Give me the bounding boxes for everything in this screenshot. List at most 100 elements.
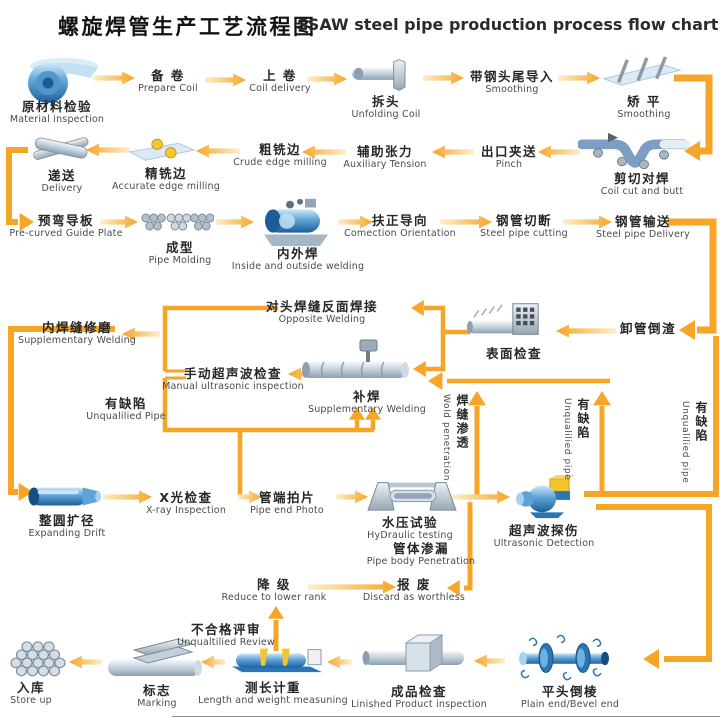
node-label-zh: 递送 [47, 168, 76, 183]
vertical-label-zh: 焊缝渗透 [455, 394, 469, 450]
node-label-zh: X光检查 [159, 490, 213, 505]
node-label-en: Marking [137, 698, 177, 709]
node-label-en: HyDraulic testing [367, 530, 453, 541]
node-unload-slag: 卸管倒渣 [558, 321, 720, 336]
node-label-zh: 剪切对焊 [613, 171, 670, 186]
node-label-en: Smoothing [617, 109, 671, 120]
node-label-zh: 内焊缝修磨 [41, 320, 112, 335]
node-label-en: Store up [10, 695, 52, 706]
node-label-zh: 有缺陷 [104, 396, 147, 411]
node-label-zh: 预弯导板 [37, 213, 94, 228]
vertical-label-en: Wold penetration [441, 394, 451, 482]
node-label-zh: 扶正导向 [371, 213, 428, 228]
vertical-label-zh: 有缺陷 [694, 401, 708, 443]
node-label-en: X-ray Inspection [145, 505, 227, 516]
node-label-zh: 超声波探伤 [508, 523, 579, 538]
node-label-zh: 成型 [165, 240, 194, 255]
node-label-en: Coil delivery [249, 83, 311, 94]
node-label-en: Crude edge milling [233, 157, 327, 168]
coil-icon [12, 56, 102, 108]
node-label-en: Reduce to lower rank [221, 592, 327, 603]
node-label-en: Expanding Drift [28, 528, 106, 539]
node-label-en: Steel pipe Delivery [596, 229, 690, 240]
product-box-icon [362, 634, 468, 682]
node-label-en: Delivery [41, 183, 83, 194]
node-label-en: Unfolding Coil [351, 109, 421, 120]
node-surface-inspection: 表面检查 [424, 346, 604, 361]
node-label-en: Pipe body Penetration [366, 556, 476, 567]
node-label-en: Accurate edge milling [112, 181, 220, 192]
node-label-zh: 粗铣边 [258, 142, 301, 157]
node-label-en: Ultrasonic Detection [493, 538, 595, 549]
node-label-zh: 表面检查 [485, 346, 542, 361]
node-label-zh: 手动超声波检查 [183, 366, 282, 381]
node-label-zh: 水压试验 [381, 515, 438, 530]
node-label-en: Auxiliary Tension [343, 159, 427, 170]
node-label-en: Discard as worthless [362, 592, 466, 603]
node-label-zh: 钢管切断 [495, 213, 552, 228]
node-label-zh: 标志 [142, 683, 171, 698]
vertical-label-weld-penetration: Wold penetration 焊缝渗透 [441, 394, 471, 481]
node-label-en: Unqualilied Pipe [86, 411, 166, 422]
node-label-zh: 补焊 [352, 389, 381, 404]
node-label-zh: 平头倒棱 [541, 684, 598, 699]
node-label-en: Pre-curved Guide Plate [9, 228, 123, 239]
node-label-zh: 原材料检验 [21, 99, 92, 114]
node-label-en: Length and weight measuning [198, 695, 348, 706]
vertical-label-zh: 有缺陷 [576, 398, 590, 440]
node-label-en: Smoothing [485, 84, 539, 95]
leveler-icon [598, 56, 684, 94]
page-title-zh: 螺旋焊管生产工艺流程图 [58, 15, 317, 39]
vertical-label-en: Unqualilied pipe [562, 398, 572, 481]
node-label-zh: 上 卷 [263, 68, 297, 83]
node-label-en: Opposite Welding [278, 314, 366, 325]
measuring-bench-icon [228, 643, 324, 679]
node-label-zh: 成品检查 [390, 684, 447, 699]
page-title-en: SSAW steel pipe production process flow … [297, 15, 719, 34]
node-label-en: Comection Orientation [344, 228, 456, 239]
node-label-zh: 报 废 [397, 577, 431, 592]
node-label-en: Plain end/Bevel end [520, 699, 620, 710]
bevel-pipe-icon [513, 633, 615, 687]
node-label-zh: 降 级 [257, 577, 291, 592]
node-label-zh: 辅助张力 [356, 144, 413, 159]
vertical-label-en: Unqualilied pipe [680, 401, 690, 484]
node-label-zh: 整圆扩径 [38, 513, 95, 528]
node-label-zh: 精铣边 [144, 166, 187, 181]
marking-pipe-icon [106, 632, 204, 684]
node-label-zh: 带钢头尾导入 [469, 69, 554, 84]
node-label-zh: 入库 [16, 680, 45, 695]
node-label-en: Material inspection [9, 114, 105, 125]
cross-pipes-icon [31, 131, 91, 171]
node-label-zh: 管体渗漏 [392, 541, 449, 556]
vertical-label-unqualified-pipe-mid: Unqualilied pipe 有缺陷 [562, 398, 592, 480]
